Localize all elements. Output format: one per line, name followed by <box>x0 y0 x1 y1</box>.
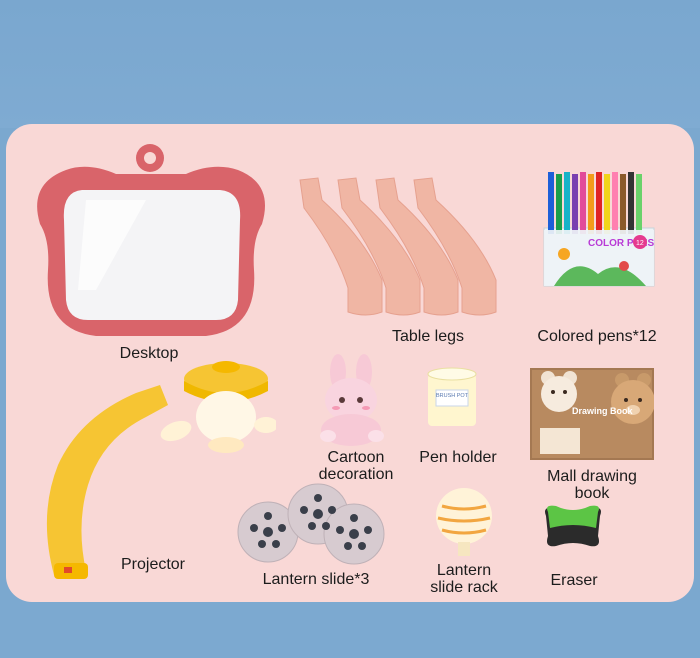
projector-label: Projector <box>120 556 186 573</box>
drawing-book-label: Mall drawing book <box>547 468 637 502</box>
projector-image <box>36 355 276 585</box>
pen-holder-image: BRUSH POT <box>424 366 480 430</box>
pen-holder-text: BRUSH POT <box>436 393 469 399</box>
lantern-slides-image <box>236 480 386 570</box>
pen-box-count: 12 <box>636 240 644 247</box>
bottom-background <box>0 600 700 658</box>
eraser-image <box>540 502 606 552</box>
table-legs-label: Table legs <box>391 328 465 345</box>
drawing-book-image: Drawing Book <box>530 368 654 460</box>
pen-box-title: COLOR PENS <box>588 238 654 249</box>
colored-pens-image: COLOR PENS 12 <box>540 170 658 288</box>
eraser-label: Eraser <box>550 572 598 589</box>
cartoon-decoration-image <box>310 352 396 448</box>
pen-holder-label: Pen holder <box>419 449 497 466</box>
book-title: Drawing Book <box>572 406 633 416</box>
table-legs-image <box>296 170 506 320</box>
lantern-rack-label: Lantern slide rack <box>430 562 498 596</box>
top-background <box>0 0 700 128</box>
lantern-slides-label: Lantern slide*3 <box>262 571 370 588</box>
colored-pens-label: Colored pens*12 <box>537 328 657 345</box>
lantern-rack-image <box>432 486 496 560</box>
cartoon-decoration-label: Cartoon decoration <box>318 449 394 483</box>
desktop-label: Desktop <box>119 345 179 362</box>
desktop-board-image <box>26 140 274 340</box>
